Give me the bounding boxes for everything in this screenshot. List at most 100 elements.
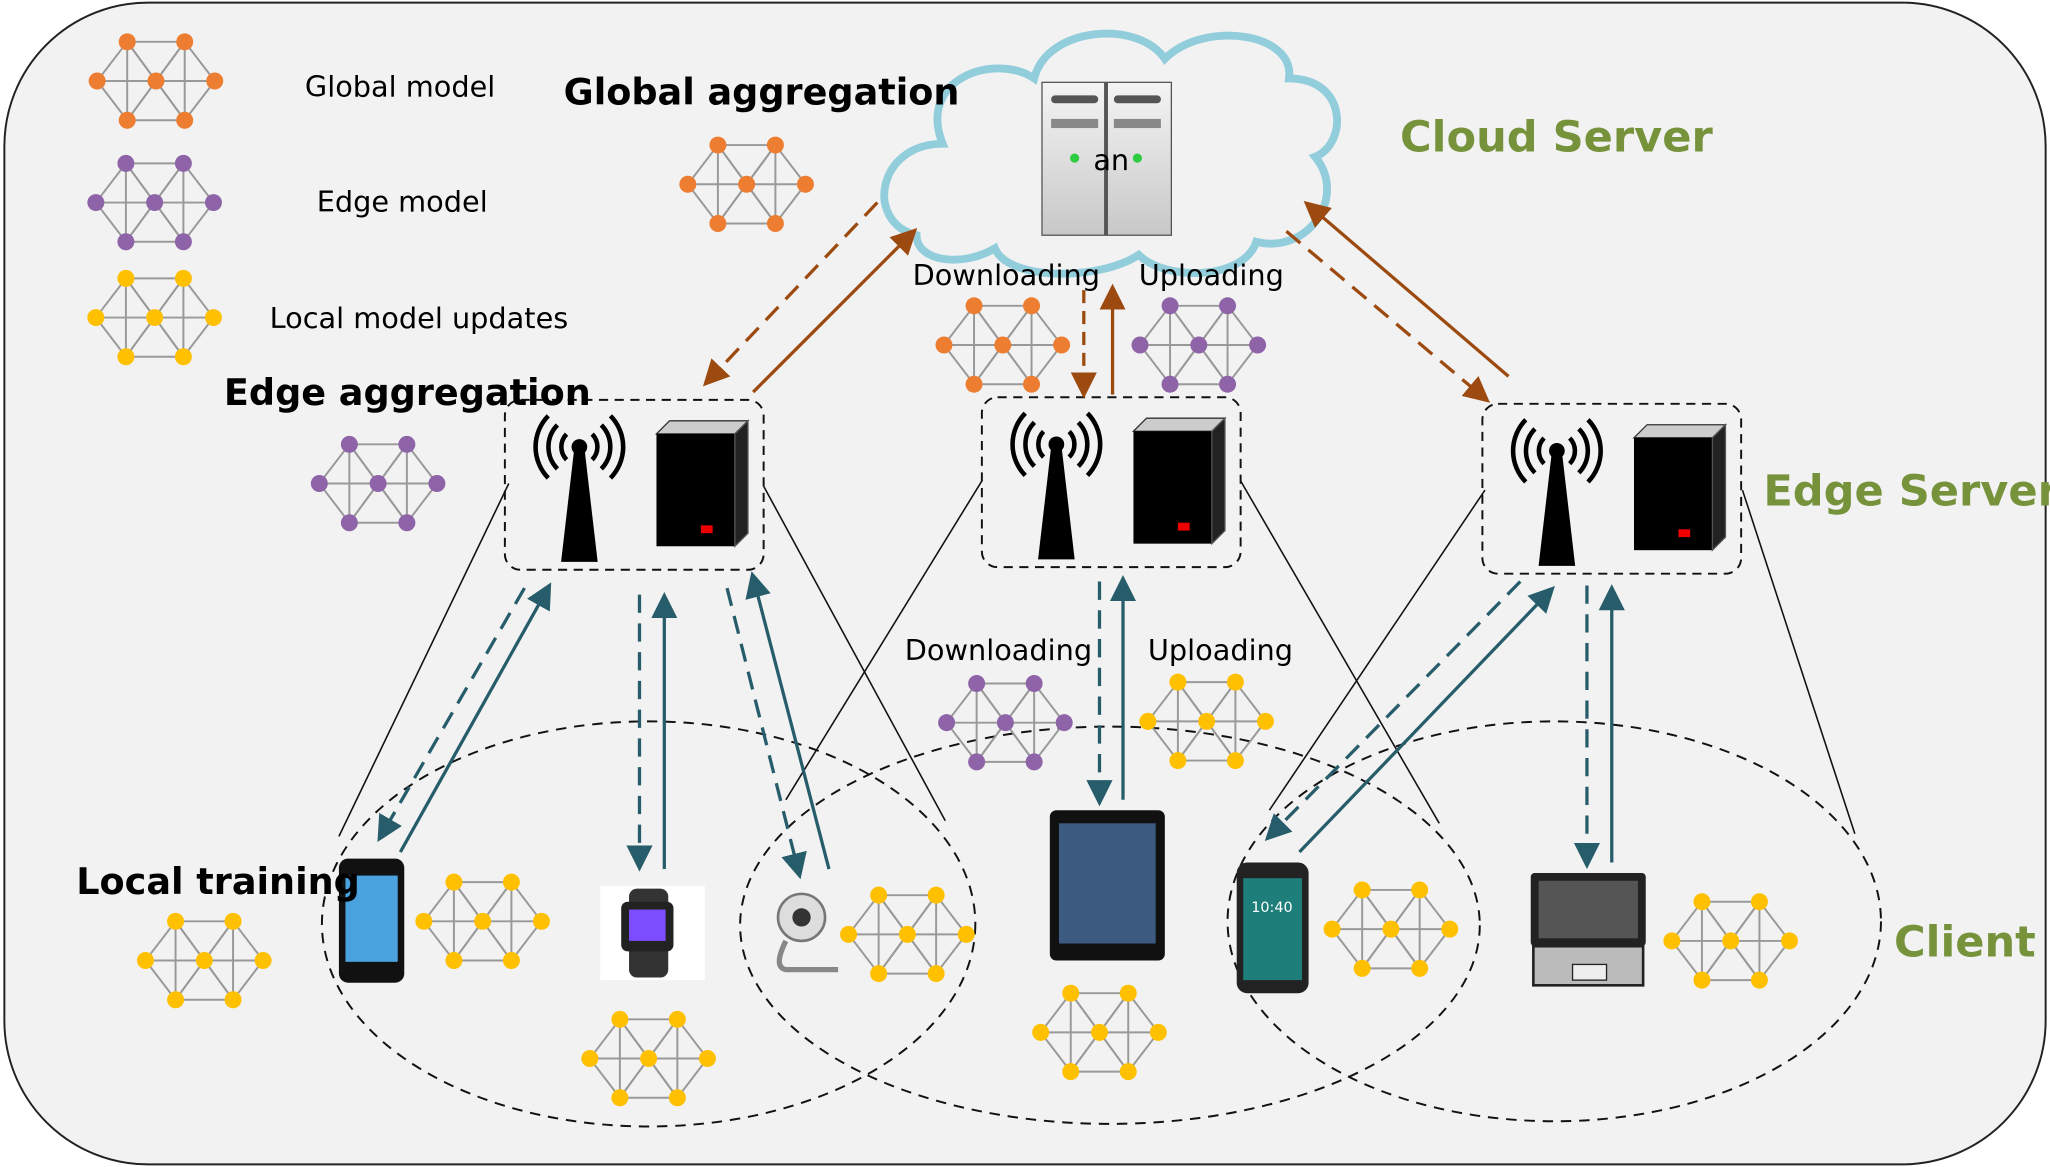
legend-edge-model: Edge model xyxy=(317,185,488,219)
antenna-tower-icon xyxy=(1010,411,1103,560)
global-model-network xyxy=(679,136,814,232)
network-node xyxy=(174,269,192,287)
network-node xyxy=(1169,752,1187,770)
upload-local-model-network xyxy=(1139,673,1274,770)
edge-server-3 xyxy=(1481,402,1743,575)
network-node xyxy=(1131,336,1149,354)
network-node xyxy=(118,33,136,51)
network-node xyxy=(445,873,463,891)
download-edge-model-network xyxy=(938,674,1073,771)
network-node xyxy=(1062,1063,1080,1081)
legend-global-model: Global model xyxy=(305,70,495,104)
network-node xyxy=(1382,920,1400,938)
network-node xyxy=(1663,932,1681,950)
network-node xyxy=(502,952,520,970)
smartwatch-icon xyxy=(600,886,705,981)
tier-edge-server: Edge Server xyxy=(1763,467,2050,517)
network-node xyxy=(766,214,784,232)
network-node xyxy=(88,72,106,90)
download-arrow-cloud-edge1 xyxy=(702,201,879,387)
network-node xyxy=(611,1089,629,1107)
legend-edge-model-icon xyxy=(87,154,222,251)
network-node xyxy=(87,194,105,212)
network-node xyxy=(1693,893,1711,911)
network-node xyxy=(1062,984,1080,1002)
server-tower-icon xyxy=(1131,416,1227,546)
legend-local-model-icon xyxy=(87,269,222,366)
network-node xyxy=(968,753,986,771)
label-downloading-cloud: Downloading xyxy=(913,258,1100,292)
download-global-model-network xyxy=(935,297,1071,393)
network-node xyxy=(167,991,185,1009)
client-group-left xyxy=(320,720,977,1128)
network-node xyxy=(415,912,433,930)
network-node xyxy=(1750,971,1768,989)
edge-server-2 xyxy=(980,396,1242,569)
network-node xyxy=(1055,714,1073,732)
network-node xyxy=(1139,712,1157,730)
network-node xyxy=(1411,959,1429,977)
label-uploading-edge: Uploading xyxy=(1148,633,1293,667)
network-node xyxy=(174,348,192,366)
legend-global-model-icon xyxy=(88,33,224,129)
network-node xyxy=(167,912,185,930)
watch-local-network xyxy=(581,1010,716,1107)
network-node xyxy=(502,873,520,891)
network-node xyxy=(195,952,213,970)
network-node xyxy=(146,309,164,327)
network-node xyxy=(204,194,222,212)
network-node xyxy=(870,886,888,904)
download-arrow-edge1-webcam xyxy=(725,587,807,880)
network-node xyxy=(118,111,136,129)
android-local-network xyxy=(1323,881,1459,977)
network-node xyxy=(206,72,224,90)
network-node xyxy=(398,435,416,453)
network-node xyxy=(709,136,727,154)
server-tower-icon xyxy=(1632,423,1728,552)
network-node xyxy=(137,952,154,970)
network-node xyxy=(1023,375,1041,393)
network-node xyxy=(146,194,164,212)
network-node xyxy=(1149,1023,1167,1041)
network-node xyxy=(445,952,463,970)
network-node xyxy=(927,886,945,904)
download-arrow-edge3-phone xyxy=(1264,580,1522,842)
server-tower-icon xyxy=(654,419,750,548)
webcam-local-network xyxy=(840,886,975,983)
network-node xyxy=(935,336,953,354)
network-node xyxy=(898,925,916,943)
legend-local-updates: Local model updates xyxy=(270,301,569,335)
upload-arrow-webcam-edge1 xyxy=(745,571,831,870)
network-node xyxy=(174,233,192,251)
network-node xyxy=(532,912,550,930)
network-node xyxy=(204,309,222,327)
network-node xyxy=(766,136,784,154)
network-node xyxy=(968,674,986,692)
network-node xyxy=(1353,959,1371,977)
network-node xyxy=(1226,673,1244,691)
network-node xyxy=(994,336,1012,354)
edge-server-1 xyxy=(503,398,765,571)
network-node xyxy=(1750,893,1768,911)
title-local-training: Local training xyxy=(76,860,360,903)
network-node xyxy=(1169,673,1187,691)
network-node xyxy=(709,214,727,232)
title-edge-aggregation: Edge aggregation xyxy=(224,371,591,414)
network-node xyxy=(340,435,358,453)
network-node xyxy=(1023,297,1041,315)
network-node xyxy=(957,925,975,943)
network-node xyxy=(1441,920,1459,938)
network-node xyxy=(310,475,328,493)
network-node xyxy=(1219,375,1237,393)
network-node xyxy=(698,1050,716,1068)
network-node xyxy=(1323,920,1341,938)
network-node xyxy=(174,154,192,172)
network-node xyxy=(176,111,194,129)
network-node xyxy=(1219,297,1237,315)
tier-cloud-server: Cloud Server xyxy=(1400,113,1713,163)
network-node xyxy=(679,175,697,193)
android-phone-icon: 10:40 xyxy=(1236,862,1309,994)
network-node xyxy=(668,1089,686,1107)
cloud-server-icon: an xyxy=(1041,81,1173,236)
